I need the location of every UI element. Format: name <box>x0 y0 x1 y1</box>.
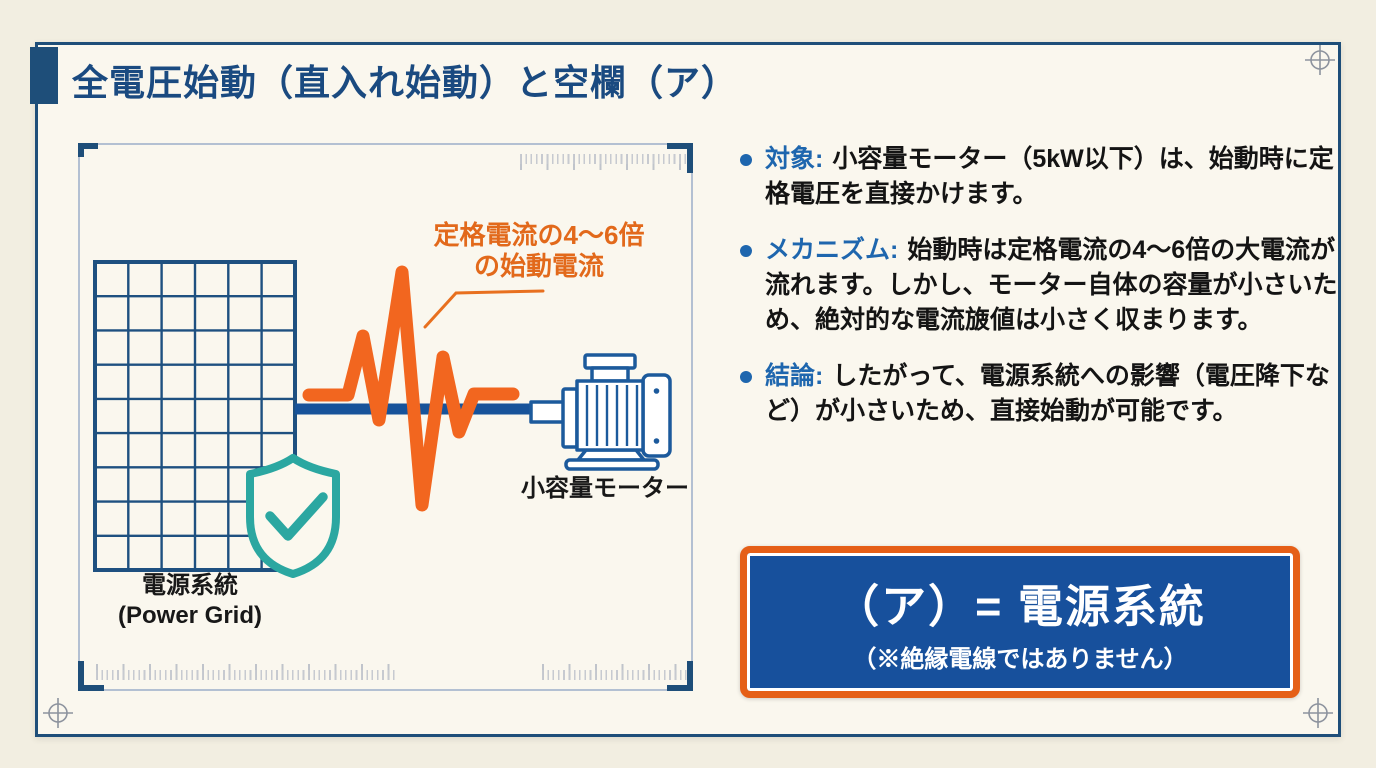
bullet-text: したがって、電源系統への影響（電圧降下など）が小さいため、直接始動が可能です。 <box>765 362 1330 425</box>
crosshair-mark <box>1303 698 1333 728</box>
ruler-ticks <box>520 154 688 170</box>
power-grid-label-en: (Power Grid) <box>117 602 262 629</box>
waveform-label-line1: 定格電流の4〜6倍 <box>433 220 645 250</box>
answer-note-text: （※絶縁電線ではありません） <box>852 646 1188 673</box>
ruler-ticks <box>96 664 396 680</box>
bullet-item-target: 対象:小容量モーター（5kW以下）は、始動時に定格電圧を直接かけます。 <box>738 142 1344 212</box>
waveform-label-line2: の始動電流 <box>473 251 604 281</box>
bullet-icon <box>740 154 752 166</box>
waveform-label: 定格電流の4〜6倍 の始動電流 <box>405 220 673 282</box>
bullet-leader: 結論: <box>765 362 824 390</box>
bullet-leader: 対象: <box>765 145 824 173</box>
bullet-item-conclusion: 結論:したがって、電源系統への影響（電圧降下など）が小さいため、直接始動が可能で… <box>738 359 1344 429</box>
title-accent-bar <box>30 47 58 104</box>
answer-box: （ア）= 電源系統 （※絶縁電線ではありません） <box>740 546 1300 698</box>
corner-bracket <box>667 661 693 691</box>
ruler-ticks <box>542 664 687 680</box>
corner-bracket <box>78 143 98 157</box>
power-grid-label: 電源系統 (Power Grid) <box>95 571 285 631</box>
page-title: 全電圧始動（直入れ始動）と空欄（ア） <box>72 62 739 103</box>
bullet-list: 対象:小容量モーター（5kW以下）は、始動時に定格電圧を直接かけます。 メカニズ… <box>738 142 1344 450</box>
bullet-icon <box>740 371 752 383</box>
corner-bracket <box>78 661 104 691</box>
answer-main-text: （ア）= 電源系統 <box>834 581 1206 632</box>
bullet-leader: メカニズム: <box>765 236 899 264</box>
diagram-frame <box>78 143 693 691</box>
power-grid-label-ja: 電源系統 <box>142 572 238 599</box>
bullet-text: 小容量モーター（5kW以下）は、始動時に定格電圧を直接かけます。 <box>765 145 1334 208</box>
crosshair-mark <box>1305 45 1335 75</box>
bullet-text: 始動時は定格電流の4〜6倍の大電流が流れます。しかし、モーター自体の容量が小さい… <box>765 236 1338 334</box>
motor-label: 小容量モーター <box>521 475 689 502</box>
crosshair-mark <box>43 698 73 728</box>
bullet-icon <box>740 245 752 257</box>
bullet-item-mechanism: メカニズム:始動時は定格電流の4〜6倍の大電流が流れます。しかし、モーター自体の… <box>738 233 1344 338</box>
corner-bracket <box>667 143 693 173</box>
